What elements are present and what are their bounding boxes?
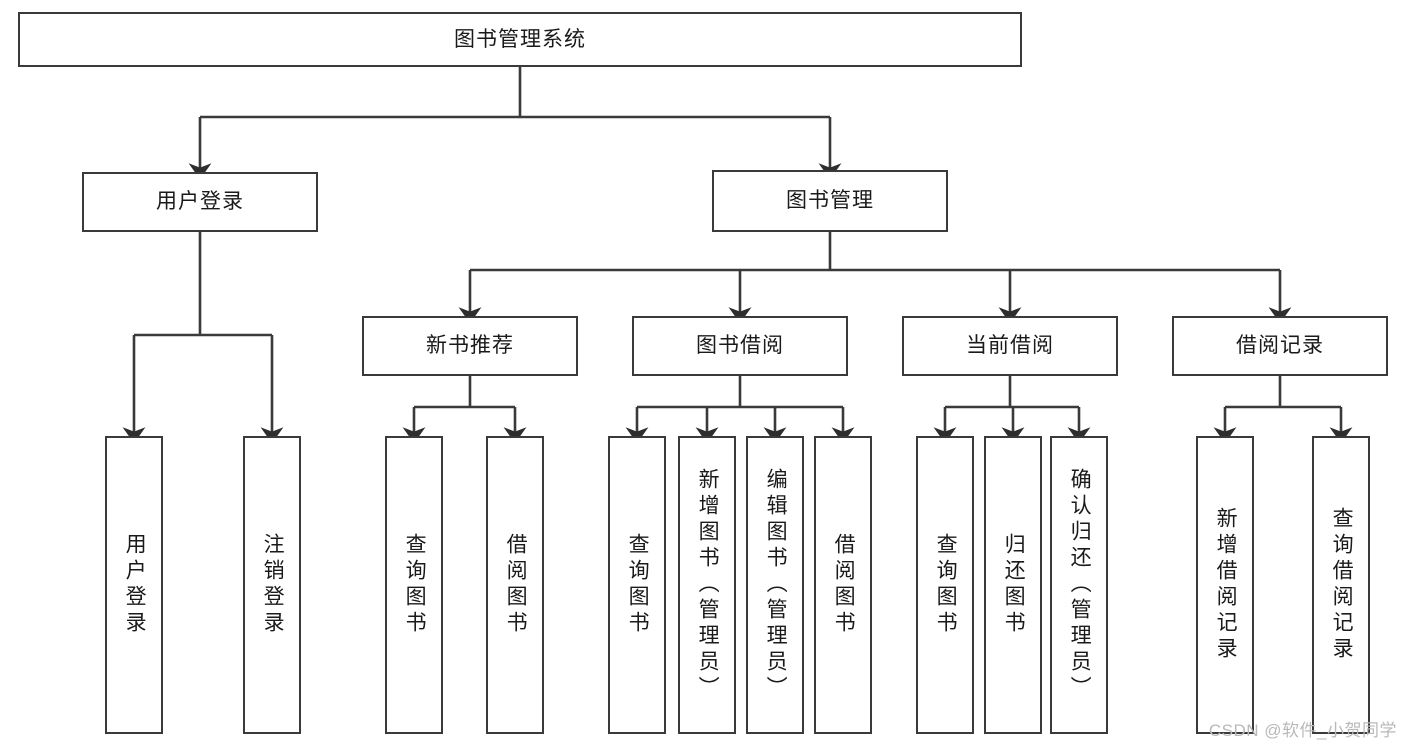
leaf-logout[interactable]: 注销登录 — [243, 436, 301, 734]
node-label: 当前借阅 — [966, 334, 1054, 358]
node-current-borrowing[interactable]: 当前借阅 — [902, 316, 1118, 376]
leaf-query-book-3[interactable]: 查询图书 — [916, 436, 974, 734]
node-label: 图书管理 — [786, 189, 874, 213]
node-label: 编辑图书（管理员） — [764, 468, 788, 702]
leaf-return-book[interactable]: 归还图书 — [984, 436, 1042, 734]
node-book-management[interactable]: 图书管理 — [712, 170, 948, 232]
leaf-add-book[interactable]: 新增图书（管理员） — [678, 436, 736, 734]
leaf-confirm-return[interactable]: 确认归还（管理员） — [1050, 436, 1108, 734]
node-label: 查询图书 — [626, 533, 650, 637]
node-borrow-records[interactable]: 借阅记录 — [1172, 316, 1388, 376]
node-label: 确认归还（管理员） — [1068, 468, 1092, 702]
leaf-query-book-1[interactable]: 查询图书 — [385, 436, 443, 734]
leaf-query-borrow-record[interactable]: 查询借阅记录 — [1312, 436, 1370, 734]
node-label: 借阅记录 — [1236, 334, 1324, 358]
node-label: 新书推荐 — [426, 334, 514, 358]
node-user-login[interactable]: 用户登录 — [82, 172, 318, 232]
node-book-borrowing[interactable]: 图书借阅 — [632, 316, 848, 376]
node-new-book-recommendation[interactable]: 新书推荐 — [362, 316, 578, 376]
node-label: 借阅图书 — [504, 533, 528, 637]
node-label: 查询借阅记录 — [1330, 507, 1354, 663]
node-book-management-system[interactable]: 图书管理系统 — [18, 12, 1022, 67]
leaf-user-login[interactable]: 用户登录 — [105, 436, 163, 734]
node-label: 新增借阅记录 — [1214, 507, 1238, 663]
leaf-borrow-book-1[interactable]: 借阅图书 — [486, 436, 544, 734]
node-label: 查询图书 — [934, 533, 958, 637]
node-label: 用户登录 — [123, 533, 147, 637]
leaf-query-book-2[interactable]: 查询图书 — [608, 436, 666, 734]
node-label: 图书借阅 — [696, 334, 784, 358]
node-label: 注销登录 — [261, 533, 285, 637]
node-label: 借阅图书 — [832, 533, 856, 637]
node-label: 用户登录 — [156, 190, 244, 214]
node-label: 图书管理系统 — [454, 27, 586, 51]
leaf-add-borrow-record[interactable]: 新增借阅记录 — [1196, 436, 1254, 734]
node-label: 查询图书 — [403, 533, 427, 637]
leaf-edit-book[interactable]: 编辑图书（管理员） — [746, 436, 804, 734]
leaf-borrow-book-2[interactable]: 借阅图书 — [814, 436, 872, 734]
csdn-watermark: CSDN @软件_小贺同学 — [1208, 721, 1397, 740]
node-label: 归还图书 — [1002, 533, 1026, 637]
node-label: 新增图书（管理员） — [696, 468, 720, 702]
